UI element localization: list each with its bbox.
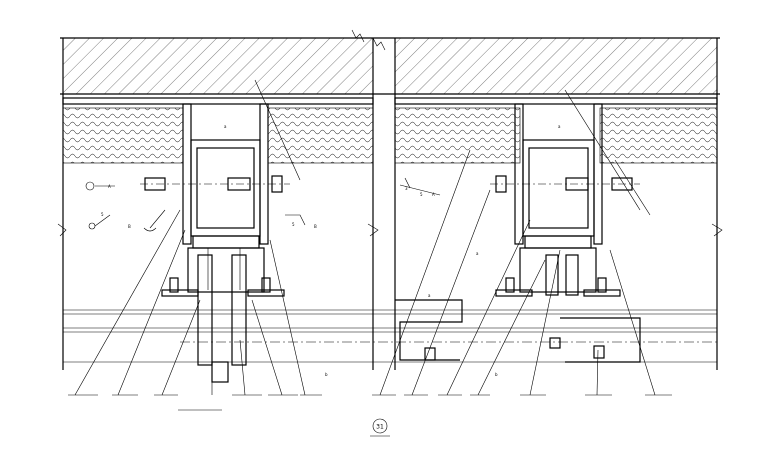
concrete-slab-right: [394, 37, 718, 95]
callout-weld-left-1: 5: [101, 212, 104, 217]
channel-profile-right: [549, 317, 641, 363]
dim-top-right: a: [558, 124, 561, 129]
break-symbol-top: [351, 29, 365, 43]
dim-side: a: [476, 251, 479, 256]
callout-weld-left-2: 5: [292, 222, 295, 227]
callout-weld-mid-2: 5: [420, 192, 423, 197]
section-mark: 31: [370, 418, 390, 437]
section-mark-number: 31: [376, 424, 384, 431]
dim-top-left: a: [224, 124, 227, 129]
callout-b-left: B: [128, 224, 131, 229]
concrete-slab-left: [62, 37, 374, 95]
insulation-right-a: [394, 107, 521, 164]
leader-lines: [74, 79, 656, 396]
break-mark-right: [711, 223, 723, 237]
insulation-right-b: [599, 107, 718, 164]
break-mark-center: [367, 223, 379, 237]
callout-weld-mid-1: 3: [405, 186, 408, 191]
weld-symbols-left: [85, 181, 306, 232]
callout-b-mid: B: [314, 224, 317, 229]
callout-a-mid: A: [432, 192, 435, 197]
callout-a-left: A: [108, 184, 111, 189]
dim-mid: a: [428, 293, 431, 298]
break-symbol-mid: [372, 37, 386, 51]
weld-symbols-mid: [399, 177, 441, 196]
dim-bottom-right: b: [495, 372, 498, 377]
label-row: [68, 394, 672, 411]
embed-plate-left: [62, 97, 374, 105]
insulation-left-a: [62, 107, 184, 164]
dim-bottom-left: b: [325, 372, 328, 377]
embed-plate-right: [394, 97, 718, 105]
right-bracket-assembly: [490, 103, 640, 297]
insulation-left-b: [267, 107, 374, 164]
break-mark-left: [57, 223, 67, 237]
